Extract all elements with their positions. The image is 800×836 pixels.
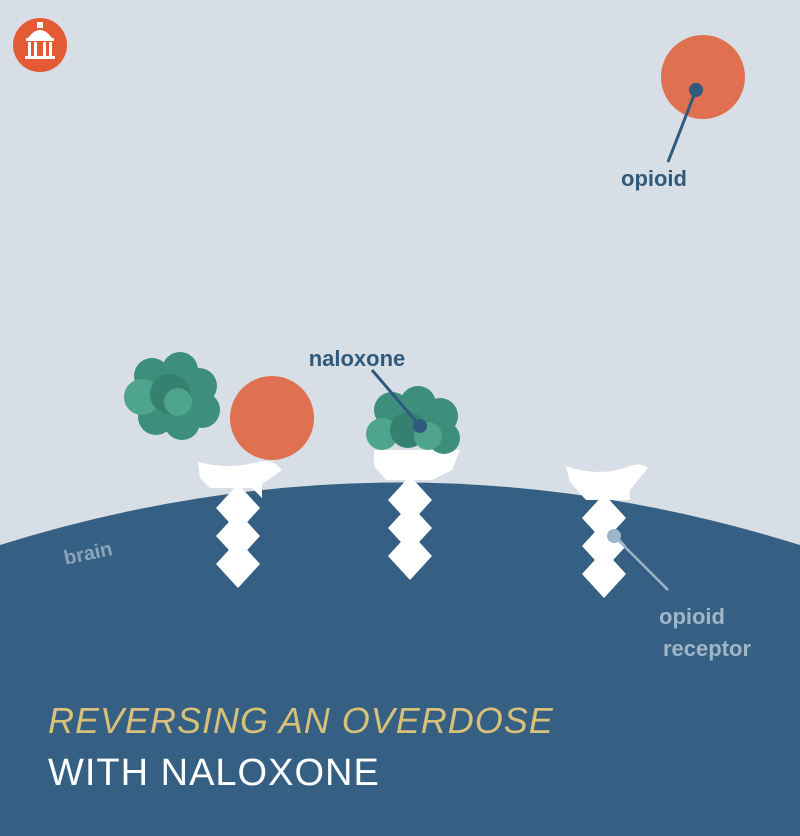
naloxone-floating (124, 352, 220, 440)
title-line-2: WITH NALOXONE (48, 752, 380, 794)
naloxone-label: naloxone (309, 346, 406, 371)
opioid-floating (661, 35, 745, 163)
opioid-receptor-2 (374, 450, 460, 580)
receptor-label-line1: opioid (659, 604, 725, 629)
naloxone-pointer (370, 369, 427, 433)
opioid-bound (230, 376, 314, 460)
title-line-1: REVERSING AN OVERDOSE (48, 700, 554, 741)
opioid-receptor-1 (198, 461, 282, 588)
logo-capitol-dome-icon (13, 18, 67, 72)
receptor-pointer (607, 529, 669, 591)
opioid-label: opioid (621, 166, 687, 191)
receptor-label-line2: receptor (663, 636, 751, 661)
